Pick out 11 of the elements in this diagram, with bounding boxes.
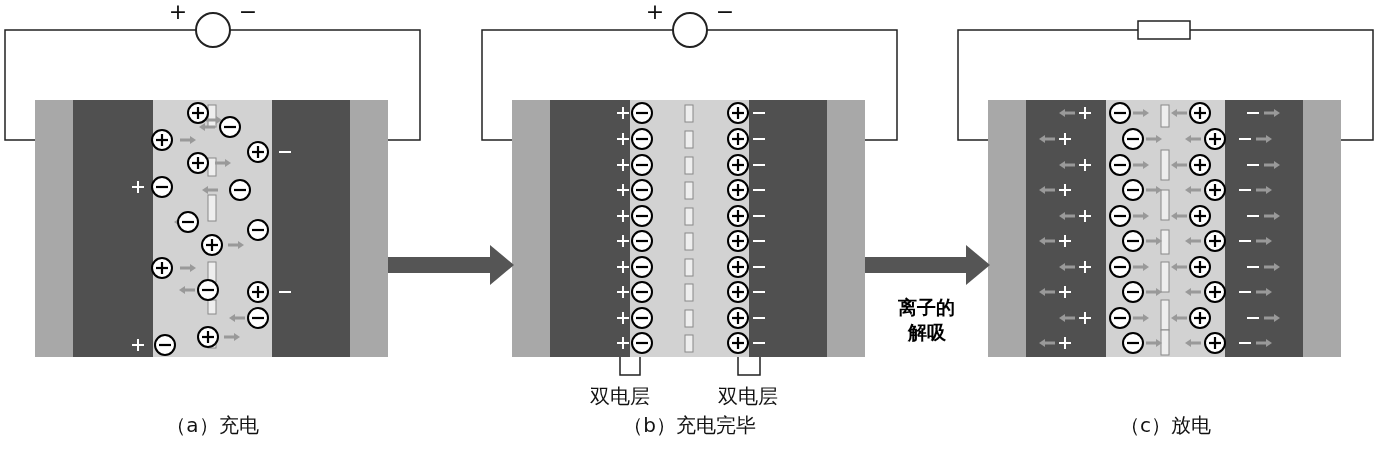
polarity-sign: − <box>715 1 735 23</box>
polarity-sign: − <box>238 1 258 23</box>
panel-caption: （a）充电 <box>165 412 260 439</box>
layer-label: 双电层 <box>590 386 650 406</box>
layer-label: 双电层 <box>718 386 778 406</box>
polarity-sign: + <box>645 1 665 23</box>
polarity-sign: + <box>168 1 188 23</box>
panel-caption: （b）充电完毕 <box>622 412 757 439</box>
panel-caption: （c）放电 <box>1119 412 1212 439</box>
arrow <box>388 245 514 285</box>
arrow <box>865 245 990 285</box>
